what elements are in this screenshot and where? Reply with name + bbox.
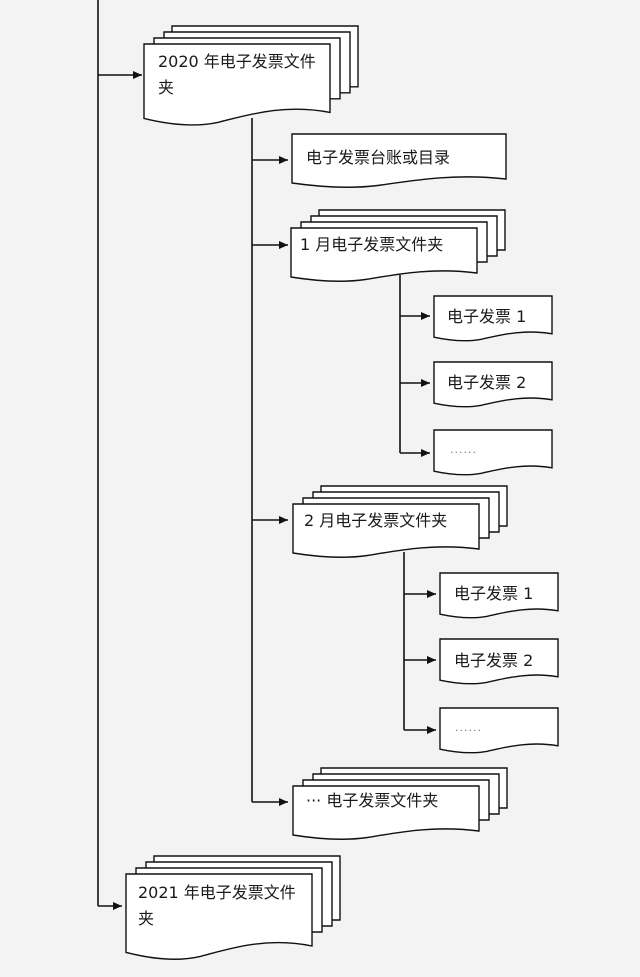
jan-invoice-1-label: 电子发票 1: [447, 307, 527, 326]
ledger-doc: [291, 133, 507, 188]
feb-more-doc: [439, 707, 559, 754]
folder-2020: [143, 43, 331, 126]
jan-more-label: ······: [450, 446, 477, 459]
folder-feb-label: 2 月电子发票文件夹: [304, 511, 448, 530]
jan-invoice-1-doc: [433, 295, 553, 342]
ledger-label: 电子发票台账或目录: [306, 148, 451, 167]
feb-more-label: ······: [455, 724, 482, 737]
folder-2021-label: 2021 年电子发票文件夹: [138, 883, 296, 928]
folder-jan-label: 1 月电子发票文件夹: [300, 235, 444, 254]
jan-invoice-2-label: 电子发票 2: [447, 373, 527, 392]
folder-2020-label: 2020 年电子发票文件夹: [158, 52, 316, 97]
feb-invoice-2-doc: [439, 638, 559, 685]
folder-more-months-label: ··· 电子发票文件夹: [306, 791, 439, 810]
folder-jan: [290, 227, 478, 282]
jan-invoice-2-doc: [433, 361, 553, 408]
folder-feb: [292, 503, 480, 558]
folder-more-months: [292, 785, 480, 840]
folder-2021: [125, 873, 313, 960]
feb-invoice-1-doc: [439, 572, 559, 619]
feb-invoice-1-label: 电子发票 1: [454, 584, 534, 603]
jan-more-doc: [433, 429, 553, 476]
feb-invoice-2-label: 电子发票 2: [454, 651, 534, 670]
